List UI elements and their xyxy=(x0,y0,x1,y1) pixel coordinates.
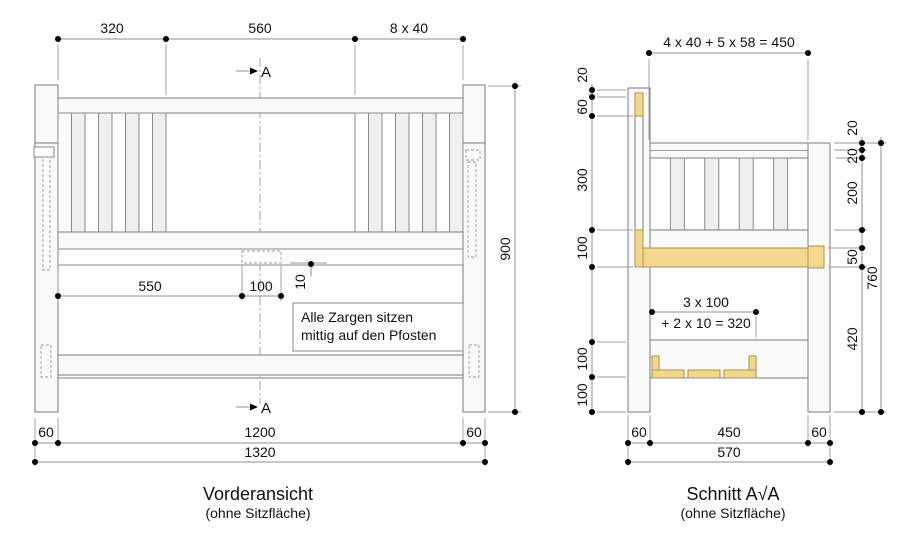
front-top-rail xyxy=(57,97,464,114)
section-marker-bottom: A xyxy=(236,400,271,417)
section-shelf-dim: 3 x 100 + 2 x 10 = 320 xyxy=(649,294,759,338)
front-right-armrest-end xyxy=(465,149,481,161)
front-right-hidden-mortise xyxy=(467,161,477,258)
dim-right-20a: 20 xyxy=(844,120,860,136)
dim-320: 320 xyxy=(100,20,124,36)
dim-right-20b: 20 xyxy=(844,148,860,164)
section-arrow-icon xyxy=(250,67,258,75)
front-view: A A 320 560 8 x 40 900 xyxy=(32,20,521,521)
front-left-armrest-end xyxy=(33,146,55,158)
note-line2: mittig auf den Pfosten xyxy=(301,327,436,343)
section-top-dim: 4 x 40 + 5 x 58 = 450 xyxy=(646,34,811,140)
dim-450: 450 xyxy=(717,424,741,440)
front-seat-apron xyxy=(57,248,464,266)
dim-1200: 1200 xyxy=(244,424,275,440)
dim-s60-left: 60 xyxy=(631,424,647,440)
front-height-dim: 900 xyxy=(488,83,521,415)
section-side-spindles xyxy=(669,157,789,231)
front-right-post xyxy=(462,84,486,413)
dim-right-760: 760 xyxy=(864,266,880,290)
dim-left-100c: 100 xyxy=(574,383,590,407)
section-shelf-cuts xyxy=(651,355,757,379)
front-view-subcaption: (ohne Sitzfläche) xyxy=(205,505,310,521)
section-view: 4 x 40 + 5 x 58 = 450 3 x 100 + 2 x 10 =… xyxy=(574,34,886,521)
dim-2x10-320: + 2 x 10 = 320 xyxy=(661,315,751,331)
front-left-post xyxy=(34,84,59,413)
dim-left-60: 60 xyxy=(574,99,590,115)
dim-60-left: 60 xyxy=(38,424,54,440)
section-left-dims: 20 60 300 100 100 100 xyxy=(574,67,633,415)
front-back-slats-left xyxy=(57,112,167,233)
dim-60-right: 60 xyxy=(466,424,482,440)
section-zarge-tenon-front xyxy=(807,245,825,269)
front-right-lower-mortise xyxy=(468,344,480,378)
section-letter-bottom: A xyxy=(261,400,271,417)
front-seat-rail xyxy=(57,231,464,250)
dim-550: 550 xyxy=(138,278,162,294)
front-offset-dim: 10 xyxy=(290,261,327,290)
dim-900: 900 xyxy=(497,237,513,261)
dim-1320: 1320 xyxy=(244,444,275,460)
dim-4x40-5x58: 4 x 40 + 5 x 58 = 450 xyxy=(663,34,795,50)
front-top-dim: 320 560 8 x 40 xyxy=(55,20,466,95)
section-backrail-tenon-cut xyxy=(634,92,644,117)
note-box: Alle Zargen sitzen mittig auf den Pfoste… xyxy=(292,302,464,352)
section-seat-rail xyxy=(649,229,809,249)
section-seat-zarge-cut xyxy=(642,247,809,268)
dim-right-50: 50 xyxy=(844,249,860,265)
front-apron-dim: 550 100 xyxy=(55,266,284,301)
front-bottom-dims: 60 1200 60 1320 xyxy=(32,418,488,466)
section-marker-top: A xyxy=(236,64,271,81)
dim-right-420: 420 xyxy=(844,327,860,351)
front-apron-tenon xyxy=(241,250,282,264)
dim-left-100b: 100 xyxy=(574,347,590,371)
section-front-post xyxy=(807,142,831,413)
dim-10: 10 xyxy=(292,274,308,290)
dim-left-100a: 100 xyxy=(574,236,590,260)
section-view-caption: Schnitt A√A xyxy=(687,484,780,504)
note-line1: Alle Zargen sitzen xyxy=(301,309,413,325)
dim-570: 570 xyxy=(717,444,741,460)
dim-560: 560 xyxy=(248,20,272,36)
dim-right-200: 200 xyxy=(844,181,860,205)
dim-s60-right: 60 xyxy=(811,424,827,440)
dim-3x100: 3 x 100 xyxy=(683,294,729,310)
section-arrow-icon xyxy=(250,403,258,411)
dim-left-300: 300 xyxy=(574,168,590,192)
dim-left-20: 20 xyxy=(574,67,590,83)
front-view-caption: Vorderansicht xyxy=(203,484,313,504)
dim-8x40: 8 x 40 xyxy=(390,20,428,36)
section-bottom-dims: 60 450 60 570 xyxy=(625,415,833,466)
dim-100-tenon: 100 xyxy=(249,278,273,294)
front-lower-stretcher xyxy=(57,354,464,376)
front-left-lower-mortise xyxy=(40,344,52,378)
section-right-dims: 20 20 200 50 420 760 xyxy=(828,120,886,415)
section-letter-top: A xyxy=(261,64,271,81)
front-back-slats-right xyxy=(354,112,464,233)
section-view-subcaption: (ohne Sitzfläche) xyxy=(680,505,785,521)
section-seatrail-tenon-cut xyxy=(634,229,644,268)
